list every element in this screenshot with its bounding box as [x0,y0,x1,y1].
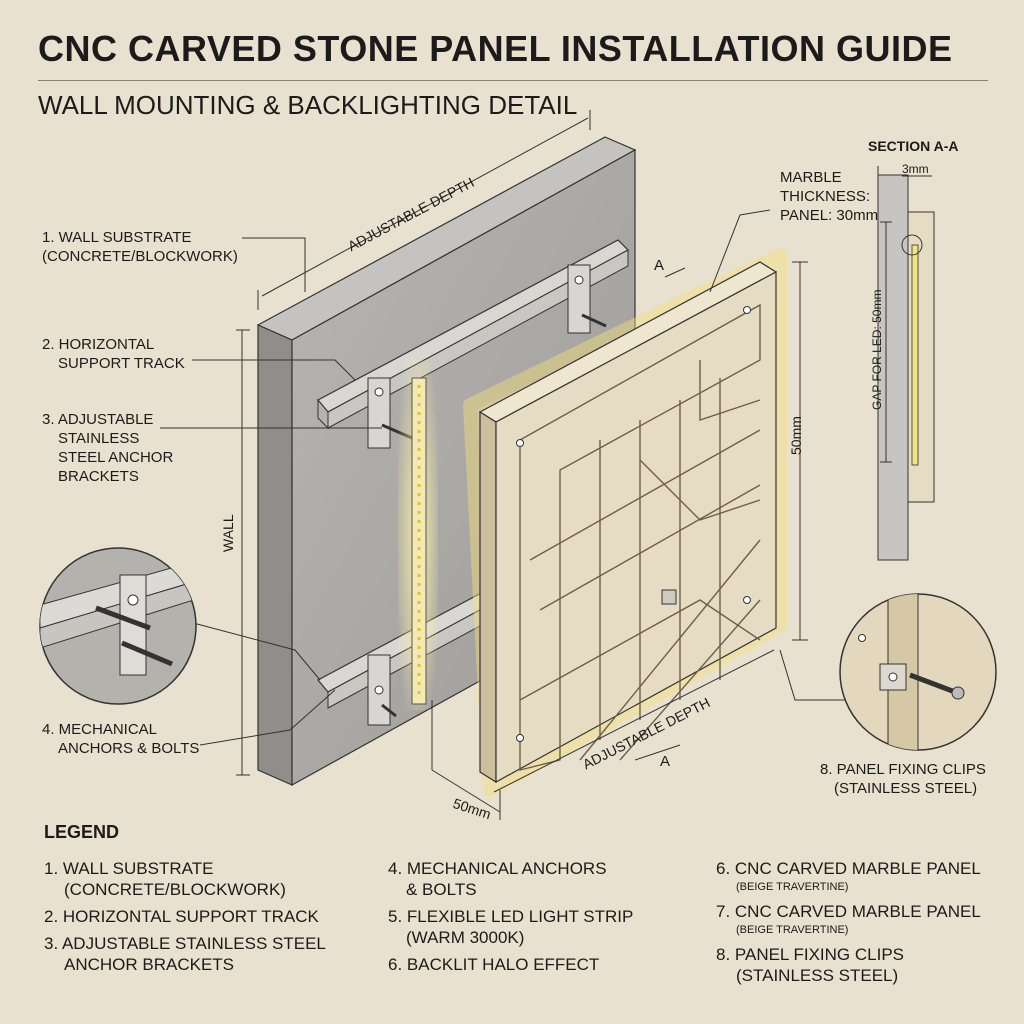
section-marker-bottom: A [660,753,671,770]
section-gap-label: GAP FOR LED: 50mm [870,289,884,410]
section-dim-3mm: 3mm [902,162,929,176]
anchor-bracket-bottom-left [367,654,397,726]
page-title: CNC CARVED STONE PANEL INSTALLATION GUID… [38,28,953,69]
label-marble-thickness: MARBLE THICKNESS: PANEL: 30mm [780,169,879,224]
legend-heading: LEGEND [44,822,120,842]
label-wall: WALL [220,514,236,552]
section-title: SECTION A-A [868,138,959,154]
label-panel-fixing-clips: 8. PANEL FIXING CLIPS (STAINLESS STEEL) [820,761,986,797]
legend-column-3: 6. CNC CARVED MARBLE PANEL (BEIGE TRAVER… [716,859,981,985]
dimension-lines [236,110,808,820]
label-50mm-right: 50mm [788,416,804,455]
title-divider [38,80,988,81]
leader-lines [160,166,879,746]
section-marker-top: A [654,257,665,274]
page-subtitle: WALL MOUNTING & BACKLIGHTING DETAIL [38,90,578,120]
led-light-strip [398,360,438,710]
label-support-track: 2. HORIZONTAL SUPPORT TRACK [42,336,185,372]
cnc-marble-panel [478,261,778,784]
anchor-bracket-top-right [567,264,607,334]
label-wall-substrate: 1. WALL SUBSTRATE (CONCRETE/BLOCKWORK) [42,229,238,265]
legend-column-2: 4. MECHANICAL ANCHORS & BOLTS 5. FLEXIBL… [388,859,634,974]
section-a-a-drawing [877,174,935,561]
bracket-detail-zoom [39,547,197,705]
legend-column-1: 1. WALL SUBSTRATE (CONCRETE/BLOCKWORK) 2… [44,859,326,974]
label-mechanical-anchors: 4. MECHANICAL ANCHORS & BOLTS [42,721,200,757]
clip-detail-zoom [839,593,997,751]
label-anchor-brackets: 3. ADJUSTABLE STAINLESS STEEL ANCHOR BRA… [42,411,174,485]
